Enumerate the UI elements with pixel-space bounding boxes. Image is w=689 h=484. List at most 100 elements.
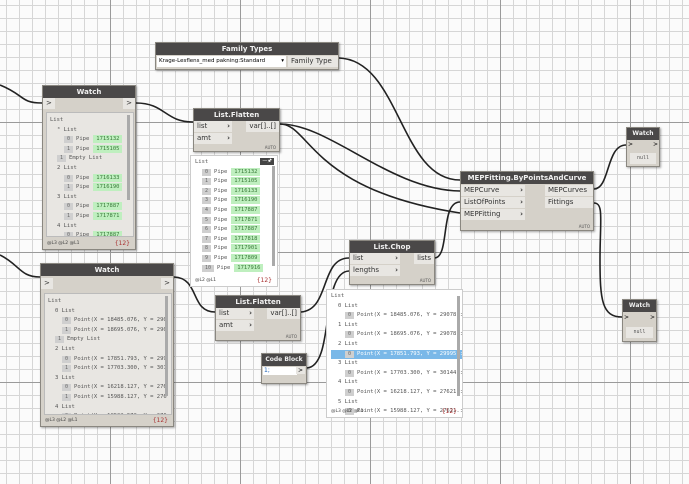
output-port[interactable]: var[]..[] xyxy=(267,308,300,319)
element-id[interactable]: 1717871 xyxy=(93,211,123,220)
element-id[interactable]: 1716133 xyxy=(231,186,261,195)
input-port-list[interactable]: list› xyxy=(216,308,254,319)
output-port[interactable]: > xyxy=(649,314,655,321)
element-id[interactable]: 1717901 xyxy=(231,244,261,253)
mepfitting-node[interactable]: MEPFitting.ByPointsAndCurve MEPCurve› Li… xyxy=(460,171,594,231)
output-port[interactable]: > xyxy=(161,278,173,289)
input-port[interactable]: > xyxy=(628,141,634,148)
input-port-mepcurve[interactable]: MEPCurve› xyxy=(461,185,525,196)
scrollbar[interactable] xyxy=(127,115,130,200)
code-input[interactable]: 1; xyxy=(263,367,297,375)
element-id[interactable]: 1716190 xyxy=(93,183,123,192)
list-flatten-node-2[interactable]: List.Flatten list› amt› var[]..[] AUTO xyxy=(215,295,301,341)
family-type-dropdown[interactable]: Krage-Lesflens_med pakning:Standard ▾ xyxy=(157,56,286,67)
input-port-amt[interactable]: amt› xyxy=(194,133,232,144)
list-header[interactable]: 5 List xyxy=(331,398,462,408)
list-header[interactable]: 0 List xyxy=(48,307,171,317)
element-id[interactable]: 1715105 xyxy=(231,177,261,186)
list-header[interactable]: ⁰ List xyxy=(50,126,133,136)
input-port[interactable]: > xyxy=(43,98,55,109)
input-port-mepfitting[interactable]: MEPFitting› xyxy=(461,209,525,220)
list-header[interactable]: List xyxy=(331,292,462,302)
scrollbar[interactable] xyxy=(457,296,460,396)
input-port-list[interactable]: list› xyxy=(194,121,232,132)
list-header[interactable]: 3 List xyxy=(50,193,133,203)
list-header[interactable]: List xyxy=(48,297,171,307)
input-port[interactable]: > xyxy=(41,278,53,289)
element-id[interactable]: 1716133 xyxy=(93,173,123,182)
list-header[interactable]: 4 List xyxy=(50,222,133,232)
element-id[interactable]: 1717916 xyxy=(234,263,264,272)
pin-button[interactable]: —🖈 xyxy=(260,158,274,165)
element-id[interactable]: 1715105 xyxy=(93,144,123,153)
element-id[interactable]: 1717887 xyxy=(231,205,261,214)
list-header[interactable]: 2 List xyxy=(50,164,133,174)
element-id[interactable]: 1717809 xyxy=(231,253,261,262)
family-types-node[interactable]: Family Types Krage-Lesflens_med pakning:… xyxy=(155,42,339,70)
list-header[interactable]: 1 List xyxy=(331,321,462,331)
list-flatten-node-1[interactable]: List.Flatten list› amt› var[]..[] AUTO xyxy=(193,108,280,152)
code-block-node[interactable]: Code Block 1; > xyxy=(261,353,307,384)
list-header[interactable]: 3 List xyxy=(48,374,171,384)
watch-node-3[interactable]: Watch > > null xyxy=(626,127,660,167)
output-port[interactable]: > xyxy=(652,141,658,148)
list-header[interactable]: 2 List xyxy=(48,345,171,355)
scrollbar[interactable] xyxy=(272,166,275,266)
element-id[interactable]: 1715132 xyxy=(231,167,261,176)
list-header[interactable]: 3 List xyxy=(331,359,462,369)
input-port-list[interactable]: list› xyxy=(350,253,400,264)
output-port[interactable]: lists xyxy=(414,253,434,264)
input-port[interactable]: > xyxy=(624,314,630,321)
output-port[interactable]: var[]..[] xyxy=(246,121,279,132)
element-id[interactable]: 1717871 xyxy=(231,215,261,224)
list-header[interactable]: List xyxy=(195,158,277,168)
output-port-fittings[interactable]: Fittings xyxy=(545,197,593,208)
element-id[interactable]: 1717887 xyxy=(93,202,123,211)
scrollbar[interactable] xyxy=(165,296,168,396)
list-header[interactable]: 4 List xyxy=(331,378,462,388)
list-chop-node[interactable]: List.Chop list› lengths› lists AUTO xyxy=(349,240,435,285)
watch-node-4[interactable]: Watch > > null xyxy=(622,299,657,342)
element-id[interactable]: 1717818 xyxy=(231,234,261,243)
list-header[interactable]: 0 List xyxy=(331,302,462,312)
element-id[interactable]: 1715132 xyxy=(93,135,123,144)
input-port-amt[interactable]: amt› xyxy=(216,320,254,331)
element-id[interactable]: 1717887 xyxy=(231,225,261,234)
list-header[interactable]: 4 List xyxy=(48,403,171,413)
list-header[interactable]: 2 List xyxy=(331,340,462,350)
list-header[interactable]: List xyxy=(50,116,133,126)
